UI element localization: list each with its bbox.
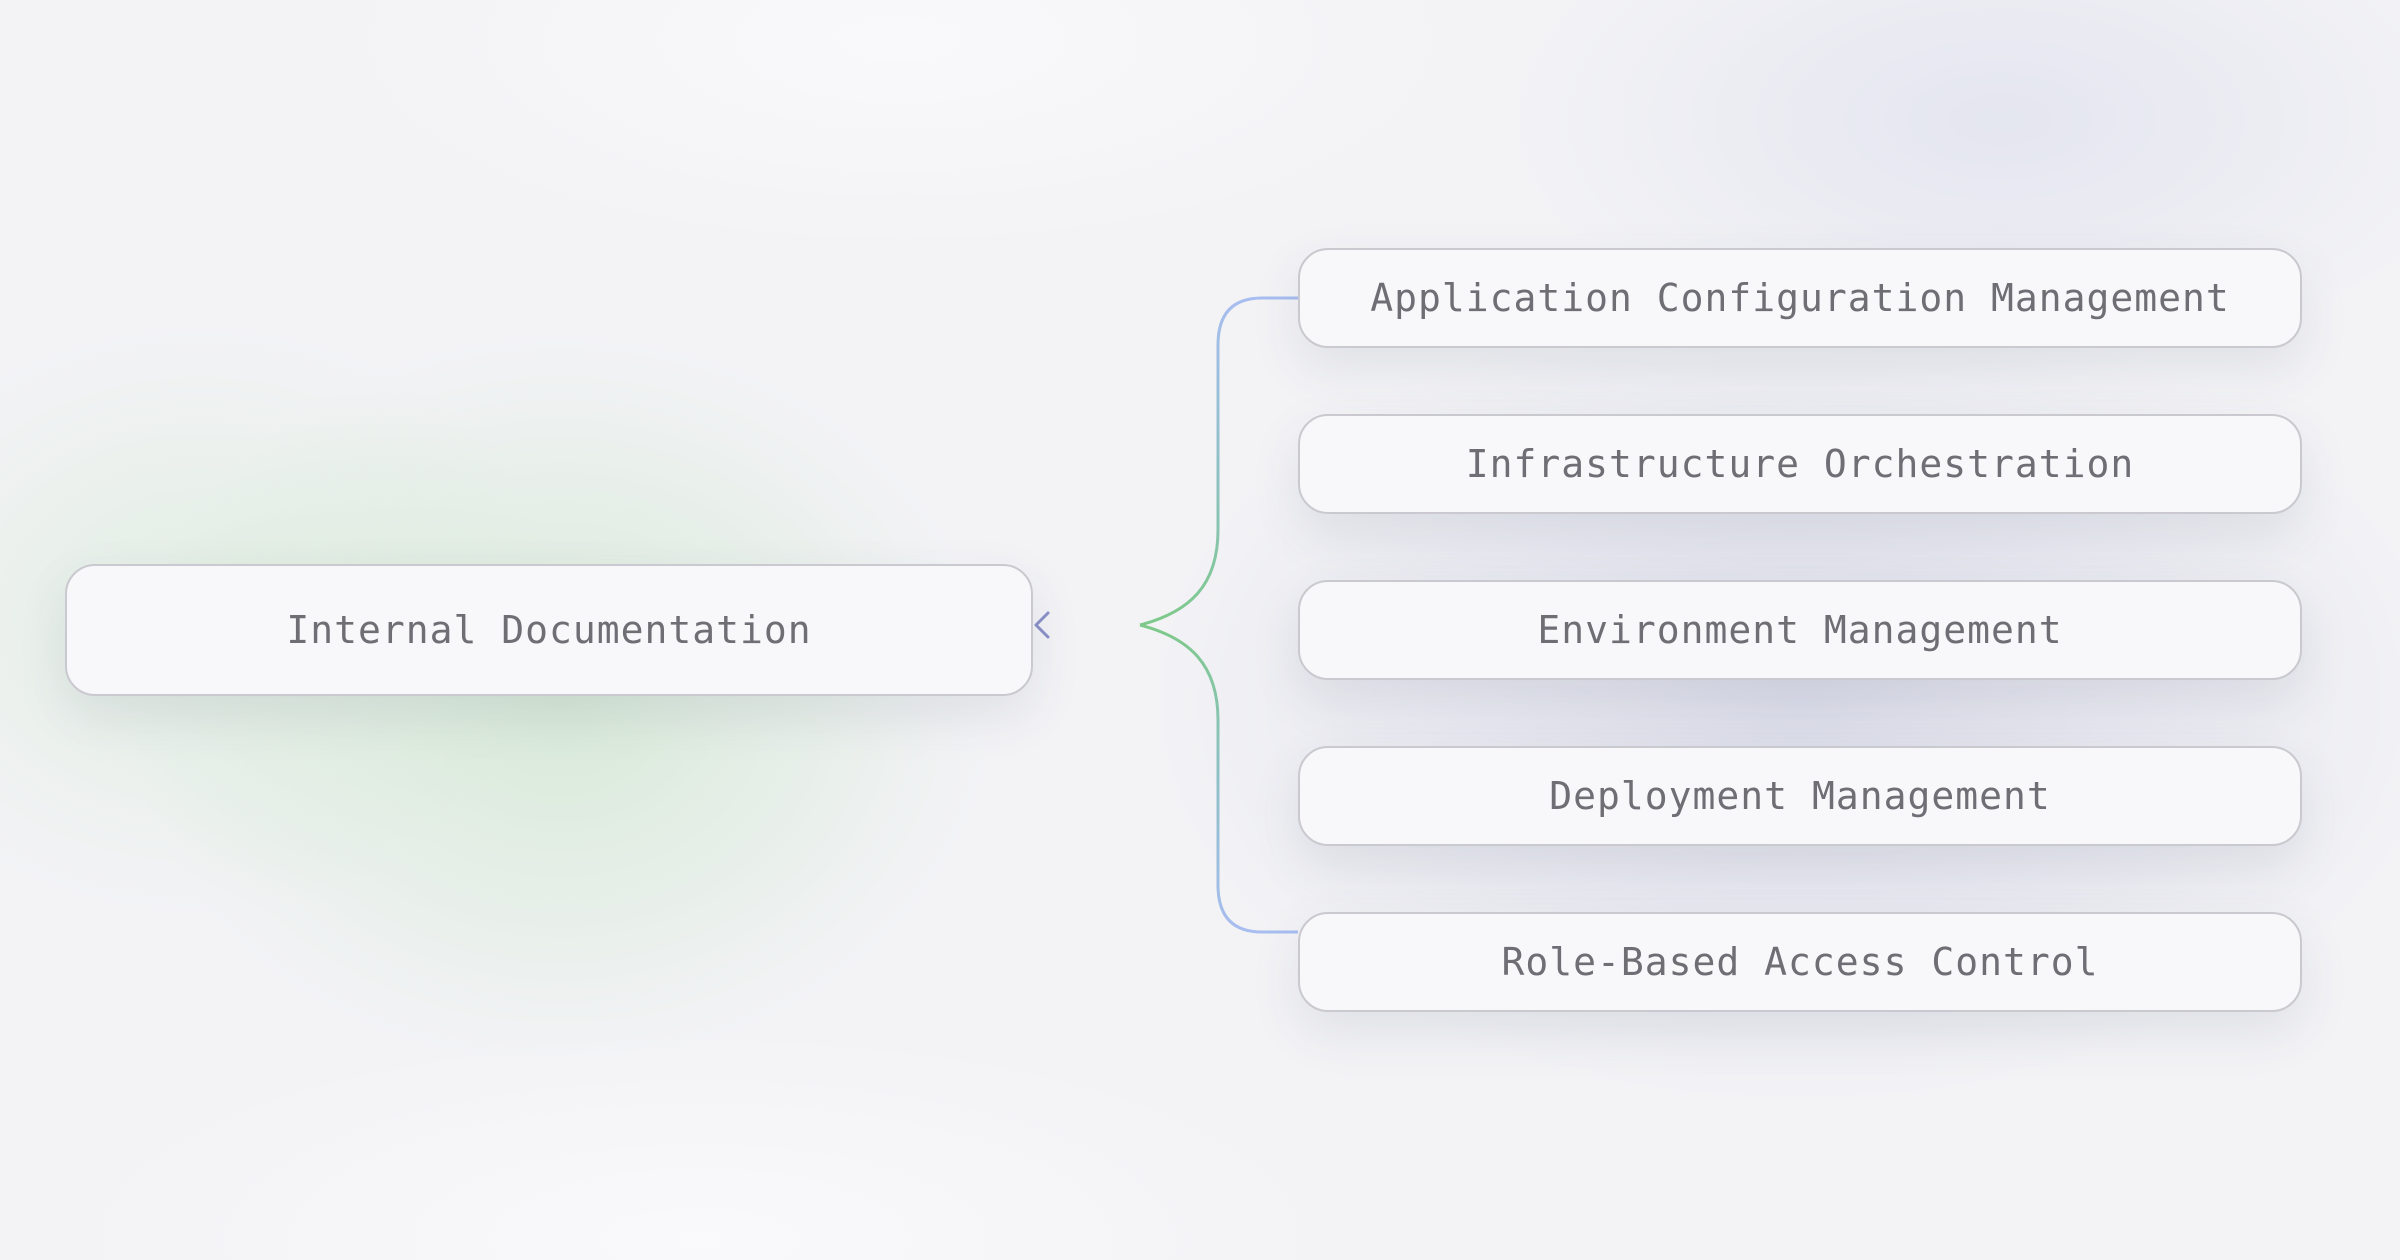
- child-node-label: Role-Based Access Control: [1501, 940, 2099, 984]
- child-node-label: Application Configuration Management: [1370, 276, 2230, 320]
- child-node-label: Infrastructure Orchestration: [1465, 442, 2135, 486]
- root-node-internal-documentation[interactable]: Internal Documentation: [65, 564, 1033, 696]
- child-node-application-configuration-management[interactable]: Application Configuration Management: [1298, 248, 2302, 348]
- child-node-role-based-access-control[interactable]: Role-Based Access Control: [1298, 912, 2302, 1012]
- child-node-infrastructure-orchestration[interactable]: Infrastructure Orchestration: [1298, 414, 2302, 514]
- edge-to-application-configuration-management: [1139, 296, 1298, 627]
- child-node-deployment-management[interactable]: Deployment Management: [1298, 746, 2302, 846]
- child-node-environment-management[interactable]: Environment Management: [1298, 580, 2302, 680]
- root-node-label: Internal Documentation: [286, 608, 812, 652]
- child-node-label: Environment Management: [1537, 608, 2063, 652]
- child-node-label: Deployment Management: [1549, 774, 2051, 818]
- arrow-head-icon: [1034, 611, 1050, 639]
- edge-to-role-based-access-control: [1139, 623, 1298, 934]
